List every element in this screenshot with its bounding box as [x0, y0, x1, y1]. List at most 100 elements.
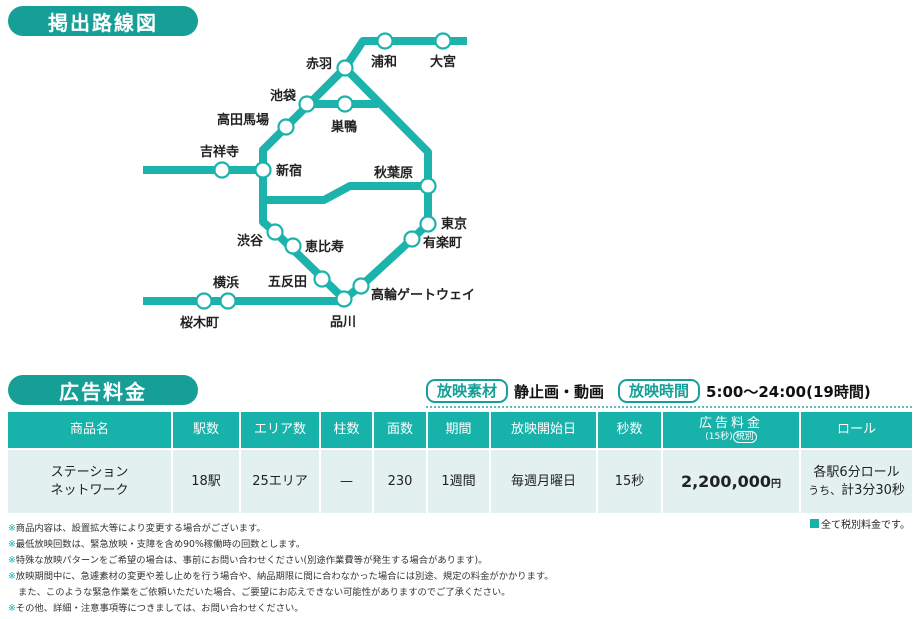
header-fee: 広告料金 (15秒)税別	[662, 412, 801, 449]
header-areas: エリア数	[240, 412, 321, 449]
route-map-title: 掲出路線図	[8, 6, 198, 36]
note-mark: ※	[8, 539, 16, 550]
label-yokohama: 横浜	[213, 275, 239, 291]
header-stations: 駅数	[172, 412, 241, 449]
label-ikebukuro: 池袋	[270, 88, 297, 104]
note-item: ※放映期間中に、急遽素材の変更や差し止めを行う場合や、納品期限に間に合わなかった…	[8, 569, 554, 585]
note-mark: ※	[8, 603, 16, 614]
note-item: ※その他、詳細・注意事項等につきましては、お問い合わせください。	[8, 601, 554, 617]
fee-unit: 円	[771, 478, 782, 490]
header-roll: ロール	[800, 412, 912, 449]
header-faces: 面数	[373, 412, 428, 449]
note-item: ※商品内容は、設置拡大等により変更する場合がございます。	[8, 521, 554, 537]
cell-period: 1週間	[427, 448, 491, 513]
note-text: 放映期間中に、急遽素材の変更や差し止めを行う場合や、納品期限に間に合わなかった場…	[15, 571, 554, 582]
cell-stations: 18駅	[172, 448, 241, 513]
header-fee-duration: (15秒)	[705, 431, 733, 442]
note-text: その他、詳細・注意事項等につきましては、お問い合わせください。	[15, 603, 304, 614]
label-akihabara: 秋葉原	[374, 165, 413, 181]
square-bullet-icon	[810, 519, 819, 528]
product-name-line2: ネットワーク	[50, 482, 129, 498]
label-akabane: 赤羽	[306, 56, 332, 72]
cell-fee: 2,200,000円	[662, 448, 801, 513]
line-east-south	[341, 221, 431, 303]
cell-roll: 各駅6分ロール うち、計3分30秒	[800, 448, 912, 513]
cell-faces: 230	[373, 448, 428, 513]
label-sugamo: 巣鴨	[330, 119, 357, 135]
note-text: 最低放映回数は、緊急放映・支障を含め90%稼働時の回数とします。	[15, 539, 306, 550]
label-gotanda: 五反田	[268, 274, 307, 290]
label-shinagawa: 品川	[330, 315, 356, 330]
header-period: 期間	[427, 412, 491, 449]
cell-product: ステーション ネットワーク	[8, 448, 173, 513]
station-gotanda	[313, 270, 331, 288]
station-takadanobaba	[277, 118, 295, 136]
station-labels: 浦和 大宮 赤羽 池袋 巣鴨 高田馬場 吉祥寺 新宿 秋葉原 東京 有楽町 渋谷…	[180, 54, 475, 331]
roll-line2-prefix: うち、	[808, 483, 842, 497]
station-yurakucho	[403, 230, 421, 248]
header-fee-sub: (15秒)税別	[663, 430, 799, 443]
table-header-row: 商品名 駅数 エリア数 柱数 面数 期間 放映開始日 秒数 広告料金 (15秒)…	[8, 412, 912, 449]
cell-areas: 25エリア	[240, 448, 321, 513]
fee-amount: 2,200,000	[680, 471, 772, 491]
cell-pillars: —	[320, 448, 374, 513]
tax-note-text: 全て税別料金です。	[821, 520, 910, 531]
price-table: 商品名 駅数 エリア数 柱数 面数 期間 放映開始日 秒数 広告料金 (15秒)…	[8, 412, 912, 513]
note-item: ※特殊な放映パターンをご希望の場合は、事前にお問い合わせください(別途作業費等が…	[8, 553, 554, 569]
route-map: 浦和 大宮 赤羽 池袋 巣鴨 高田馬場 吉祥寺 新宿 秋葉原 東京 有楽町 渋谷…	[143, 32, 475, 331]
label-shinjuku: 新宿	[276, 163, 302, 179]
note-continuation: また、このような緊急作業をご依頼いただいた場合、ご要望にお応えできない可能性があ…	[18, 587, 511, 598]
note-mark: ※	[8, 571, 16, 582]
label-yurakucho: 有楽町	[423, 235, 462, 251]
header-start-day: 放映開始日	[490, 412, 598, 449]
station-shibuya	[266, 223, 284, 241]
station-omiya	[434, 32, 452, 50]
note-item: ※最低放映回数は、緊急放映・支障を含め90%稼働時の回数とします。	[8, 537, 554, 553]
label-ebisu: 恵比寿	[305, 239, 344, 255]
label-urawa: 浦和	[371, 54, 397, 70]
station-urawa	[376, 32, 394, 50]
header-pillars: 柱数	[320, 412, 374, 449]
station-akihabara	[419, 177, 437, 195]
station-akabane	[336, 59, 354, 77]
station-tokyo	[419, 215, 437, 233]
price-section-title: 広告料金	[8, 375, 198, 405]
station-ebisu	[284, 237, 302, 255]
notes-list: ※商品内容は、設置拡大等により変更する場合がございます。 ※最低放映回数は、緊急…	[8, 521, 554, 617]
line-north	[341, 37, 467, 71]
station-markers	[195, 32, 452, 310]
broadcast-time-value: 5:00〜24:00(19時間)	[706, 382, 871, 401]
station-shinagawa	[335, 290, 353, 308]
cell-seconds: 15秒	[597, 448, 663, 513]
note-mark: ※	[8, 555, 16, 566]
broadcast-time-tag: 放映時間	[618, 379, 701, 403]
product-name-line1: ステーション	[50, 464, 129, 480]
label-kichijoji: 吉祥寺	[200, 144, 239, 160]
label-takadanobaba: 高田馬場	[217, 112, 269, 128]
header-seconds: 秒数	[597, 412, 663, 449]
material-tag: 放映素材	[426, 379, 509, 403]
station-yokohama	[219, 292, 237, 310]
roll-line2: うち、計3分30秒	[801, 482, 912, 500]
broadcast-info-bar: 放映素材 静止画・動画 放映時間 5:00〜24:00(19時間)	[426, 377, 912, 408]
station-ikebukuro	[298, 95, 316, 113]
tax-note: 全て税別料金です。	[810, 516, 910, 531]
label-tokyo: 東京	[441, 216, 467, 232]
label-shibuya: 渋谷	[237, 233, 264, 249]
roll-line2-value: 計3分30秒	[841, 482, 905, 498]
station-takanawa-gateway	[352, 277, 370, 295]
station-sugamo	[336, 95, 354, 113]
note-text: 商品内容は、設置拡大等により変更する場合がございます。	[15, 523, 266, 534]
station-kichijoji	[213, 161, 231, 179]
label-sakuragicho: 桜木町	[180, 315, 219, 331]
table-row: ステーション ネットワーク 18駅 25エリア — 230 1週間 毎週月曜日 …	[8, 448, 912, 513]
label-omiya: 大宮	[430, 54, 456, 70]
roll-line1: 各駅6分ロール	[813, 464, 900, 480]
label-takanawa-gateway: 高輪ゲートウェイ	[371, 287, 475, 303]
note-mark: ※	[8, 523, 16, 534]
line-chuo-cross	[263, 182, 428, 204]
header-fee-tax-excluded: 税別	[732, 430, 757, 443]
material-value: 静止画・動画	[514, 382, 605, 401]
note-text: 特殊な放映パターンをご希望の場合は、事前にお問い合わせください(別途作業費等が発…	[15, 555, 488, 566]
cell-start-day: 毎週月曜日	[490, 448, 598, 513]
